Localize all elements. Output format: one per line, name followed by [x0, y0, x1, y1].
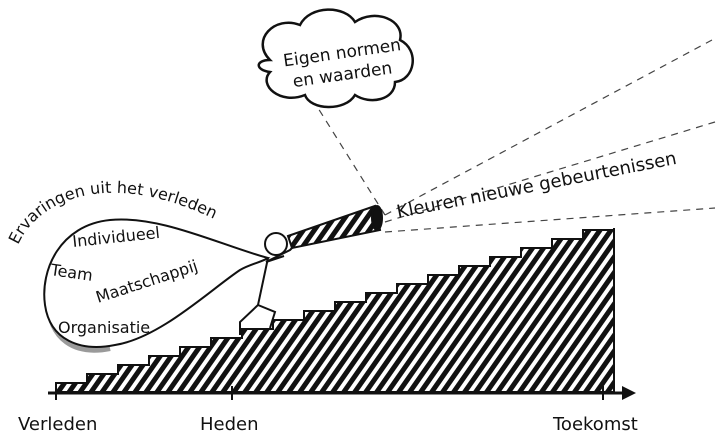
stick-figure	[239, 232, 301, 335]
timeline-label-future: Toekomst	[552, 414, 638, 435]
telescope-icon	[286, 204, 383, 250]
bag-item-organisatie: Organisatie	[58, 318, 150, 337]
projection-label: Kleuren nieuwe gebeurtenissen	[395, 148, 678, 223]
timeline-axis	[48, 386, 636, 400]
thought-cloud	[257, 8, 414, 109]
staircase	[55, 228, 615, 393]
timeline-label-past: Verleden	[18, 414, 97, 435]
projection-lines	[317, 39, 716, 233]
timeline-label-present: Heden	[200, 414, 259, 435]
experience-bag	[43, 218, 271, 348]
